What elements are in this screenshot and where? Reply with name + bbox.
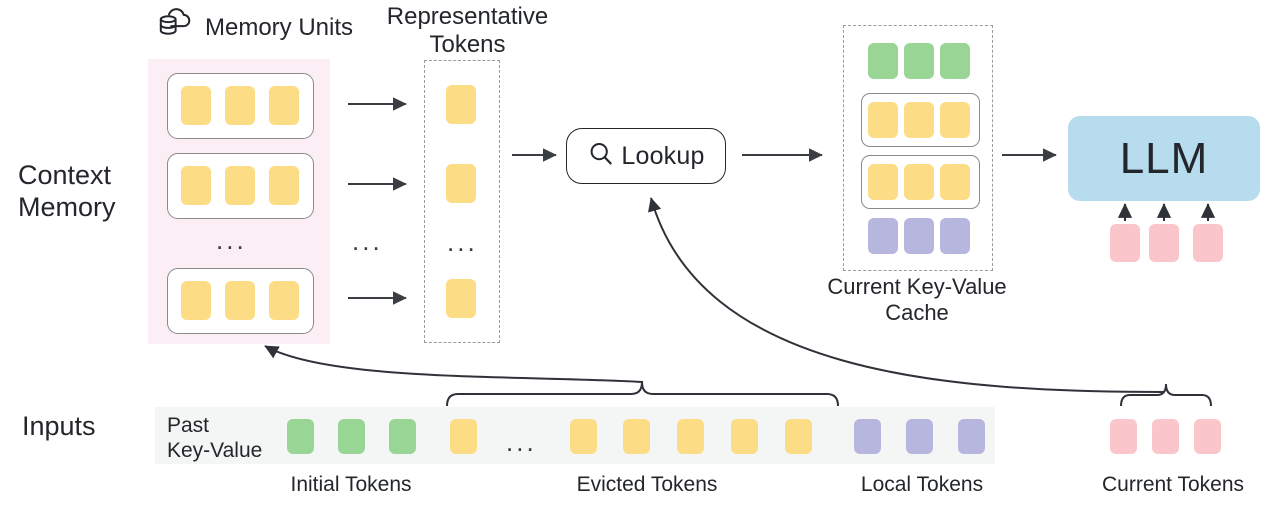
memory-token — [225, 166, 255, 205]
group-label-evicted-tokens: Evicted Tokens — [576, 473, 718, 496]
memory-token — [269, 281, 299, 320]
kv-token — [904, 218, 934, 254]
llm-input-token — [1193, 224, 1223, 262]
kv-token — [904, 43, 934, 79]
representative-tokens-container — [424, 60, 500, 343]
input-token-evicted — [677, 419, 704, 454]
memory-token — [225, 281, 255, 320]
arrow-unit-to-rep — [348, 97, 407, 305]
brace-current-tokens — [1120, 383, 1212, 407]
kv-token — [940, 164, 970, 200]
representative-tokens-ellipsis: ... — [447, 227, 478, 257]
memory-units-ellipsis: ... — [216, 225, 247, 255]
current-kv-cache-heading: Current Key-Value Cache — [827, 274, 1007, 325]
input-token-evicted — [570, 419, 597, 454]
arrow-tokens-to-llm — [1117, 203, 1216, 221]
representative-tokens-heading: Representative Tokens — [386, 3, 549, 59]
group-label-initial-tokens: Initial Tokens — [290, 473, 412, 496]
llm-input-token — [1110, 224, 1140, 262]
input-token-evicted — [731, 419, 758, 454]
memory-token — [181, 281, 211, 320]
kv-token — [868, 43, 898, 79]
kv-cache-row-boxed — [861, 155, 980, 209]
input-token-evicted — [785, 419, 812, 454]
kv-token — [904, 164, 934, 200]
search-icon — [587, 140, 615, 173]
row-label-context-memory: Context Memory — [18, 160, 116, 222]
group-label-current-tokens: Current Tokens — [1101, 473, 1245, 496]
input-token-initial — [287, 419, 314, 454]
input-token-local — [906, 419, 933, 454]
representative-token — [446, 279, 476, 318]
input-token-current — [1152, 419, 1179, 454]
lookup-button[interactable]: Lookup — [566, 128, 726, 184]
lookup-label: Lookup — [621, 141, 705, 170]
input-token-current — [1194, 419, 1221, 454]
memory-unit-card[interactable] — [167, 73, 314, 139]
kv-token — [868, 218, 898, 254]
memory-units-label: Memory Units — [205, 13, 354, 41]
llm-box[interactable]: LLM — [1068, 116, 1260, 201]
inputs-ellipsis: ... — [506, 427, 537, 457]
memory-token — [225, 86, 255, 125]
memory-unit-card[interactable] — [167, 268, 314, 334]
representative-token — [446, 164, 476, 203]
input-token-initial — [338, 419, 365, 454]
llm-label: LLM — [1119, 133, 1209, 183]
kv-token — [940, 43, 970, 79]
kv-token — [940, 218, 970, 254]
llm-input-token — [1149, 224, 1179, 262]
input-token-evicted — [450, 419, 477, 454]
input-token-local — [958, 419, 985, 454]
past-key-value-label: Past Key-Value — [167, 414, 263, 462]
row-label-inputs: Inputs — [22, 411, 96, 441]
memory-token — [181, 166, 211, 205]
input-token-evicted — [623, 419, 650, 454]
representative-token — [446, 85, 476, 124]
input-token-initial — [389, 419, 416, 454]
arrow-column-ellipsis: ... — [352, 226, 383, 256]
memory-token — [181, 86, 211, 125]
kv-token — [940, 102, 970, 138]
kv-token — [904, 102, 934, 138]
kv-cache-row-boxed — [861, 93, 980, 147]
memory-unit-card[interactable] — [167, 153, 314, 219]
kv-token — [868, 164, 898, 200]
kv-token — [868, 102, 898, 138]
arrow-evicted-to-context-memory — [264, 345, 644, 383]
input-token-local — [854, 419, 881, 454]
input-token-current — [1110, 419, 1137, 454]
group-label-local-tokens: Local Tokens — [860, 473, 984, 496]
brace-evicted-tokens — [446, 381, 839, 407]
memory-token — [269, 86, 299, 125]
memory-units-heading-group: Memory Units — [155, 4, 353, 51]
memory-token — [269, 166, 299, 205]
cloud-database-icon — [155, 4, 197, 51]
